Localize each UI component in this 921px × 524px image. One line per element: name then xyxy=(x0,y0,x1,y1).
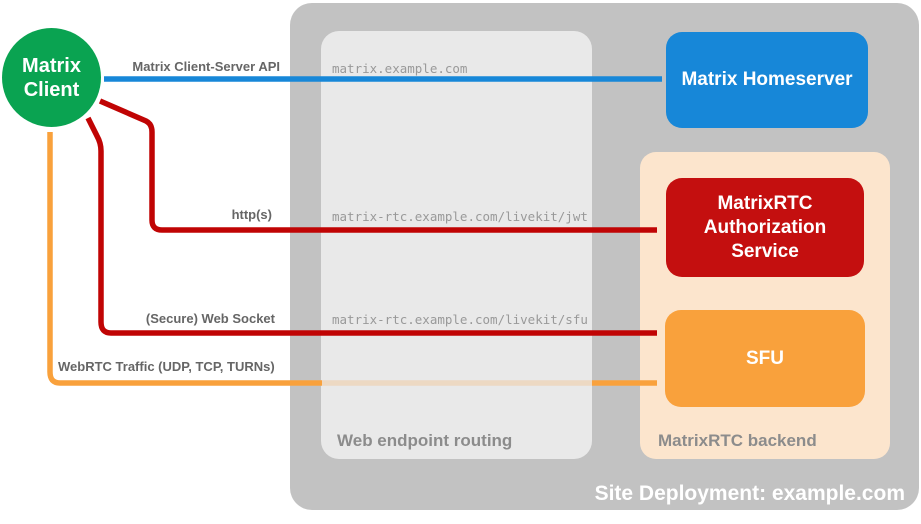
https-arrow-label: http(s) xyxy=(231,207,272,222)
webrtc-traffic-arrow-solid-left xyxy=(47,132,322,386)
matrixrtc-backend-label: MatrixRTC backend xyxy=(658,431,817,450)
sfu-label: SFU xyxy=(746,347,784,369)
endpoint-url-livekit-jwt: matrix-rtc.example.com/livekit/jwt xyxy=(332,209,588,224)
web-endpoint-routing-label: Web endpoint routing xyxy=(337,431,513,450)
matrix-homeserver-label: Matrix Homeserver xyxy=(681,69,853,90)
matrixrtc-authorization-service-node: MatrixRTC Authorization Service xyxy=(666,178,864,277)
client-server-api-arrow-label: Matrix Client-Server API xyxy=(132,59,280,74)
endpoint-url-livekit-sfu: matrix-rtc.example.com/livekit/sfu xyxy=(332,312,588,327)
matrix-client-label: Matrix Client xyxy=(22,54,81,101)
matrixrtc-authorization-service-label: MatrixRTC Authorization Service xyxy=(703,192,827,262)
web-endpoint-routing-container: Web endpoint routing xyxy=(321,31,592,459)
secure-web-socket-arrow-label: (Secure) Web Socket xyxy=(145,311,275,326)
matrix-client-node: Matrix Client xyxy=(2,28,101,127)
matrix-homeserver-node: Matrix Homeserver xyxy=(666,32,868,128)
site-deployment-label: Site Deployment: example.com xyxy=(594,482,905,505)
endpoint-url-matrix: matrix.example.com xyxy=(332,61,468,76)
webrtc-traffic-arrow-label: WebRTC Traffic (UDP, TCP, TURNs) xyxy=(58,359,275,374)
sfu-node: SFU xyxy=(665,310,865,407)
